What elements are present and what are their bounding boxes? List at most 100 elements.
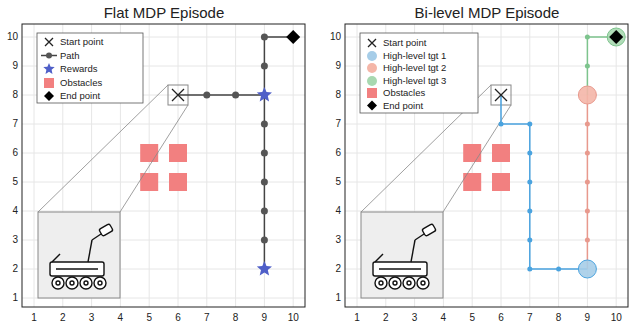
- x-tick-label: 9: [262, 312, 268, 324]
- legend-text: Start point: [383, 37, 426, 49]
- x-tick-label: 5: [469, 312, 475, 324]
- end-marker: [286, 30, 300, 44]
- plot-frame: [22, 24, 305, 307]
- x-tick-label: 5: [146, 312, 152, 324]
- rover-hub: [407, 281, 411, 285]
- x-tick-label: 7: [204, 312, 210, 324]
- path-line: [501, 95, 587, 269]
- rover-drawing: [50, 224, 113, 289]
- path-dot: [261, 63, 268, 70]
- legend-text: Rewards: [60, 63, 98, 75]
- end-marker: [44, 91, 54, 101]
- path-dot: [527, 209, 532, 214]
- y-tick-label: 7: [12, 118, 18, 130]
- legend-swatch: [44, 78, 54, 88]
- legend-text: Obstacles: [383, 87, 425, 99]
- target-circle: [578, 260, 596, 278]
- x-tick-label: 3: [89, 312, 95, 324]
- rover-stripe: [56, 268, 98, 269]
- path-dot: [585, 209, 590, 214]
- legend-swatch: [367, 88, 377, 98]
- x-tick-label: 6: [498, 312, 504, 324]
- path-dot: [527, 267, 532, 272]
- rover-hub: [70, 281, 74, 285]
- legend-text: Path: [60, 50, 80, 62]
- legend-swatch: [367, 76, 377, 86]
- plot-title: Flat MDP Episode: [104, 4, 225, 21]
- rover-antenna: [52, 254, 60, 262]
- y-tick-label: 1: [12, 292, 18, 304]
- end-marker: [609, 30, 623, 44]
- rover-mast: [411, 240, 415, 262]
- rover-wheel: [80, 277, 92, 289]
- path-dot: [585, 122, 590, 127]
- grid-line: [616, 24, 617, 307]
- rover-wheel: [66, 277, 78, 289]
- obstacle-square: [169, 173, 187, 191]
- legend-swatch: [367, 51, 377, 61]
- x-tick-label: 3: [412, 312, 418, 324]
- y-tick-label: 9: [12, 60, 18, 72]
- zoom-line: [120, 105, 188, 212]
- rover-wheel: [417, 277, 429, 289]
- legend-swatch: [367, 63, 377, 73]
- legend-text: High-level tgt 3: [383, 75, 446, 87]
- legend-text: End point: [60, 90, 100, 102]
- rover-wheel: [52, 277, 64, 289]
- y-tick-label: 5: [12, 176, 18, 188]
- path-dot: [527, 122, 532, 127]
- rover-hub: [98, 281, 102, 285]
- path-dot: [261, 121, 268, 128]
- plot-frame: [345, 24, 628, 307]
- legend-text: Start point: [60, 36, 103, 48]
- y-tick-label: 4: [335, 205, 341, 217]
- y-tick-label: 9: [335, 60, 341, 72]
- path-dot: [527, 151, 532, 156]
- y-tick-label: 10: [330, 31, 341, 43]
- rover-antenna: [375, 254, 383, 262]
- plot-title: Bi-level MDP Episode: [415, 4, 560, 21]
- y-tick-label: 2: [12, 263, 18, 275]
- path-dot: [232, 92, 239, 99]
- x-tick-label: 10: [288, 312, 299, 324]
- rover-wheel: [403, 277, 415, 289]
- start-marker: [45, 38, 53, 46]
- y-tick-label: 8: [335, 89, 341, 101]
- x-tick-label: 6: [175, 312, 181, 324]
- legend-text: High-level tgt 1: [383, 50, 446, 62]
- end-marker: [367, 101, 377, 111]
- path-dot: [527, 180, 532, 185]
- obstacle-square: [140, 144, 158, 162]
- path-dot: [261, 179, 268, 186]
- start-marker: [495, 89, 507, 101]
- obstacle-square: [169, 144, 187, 162]
- rover-wheel: [94, 277, 106, 289]
- legend-box: [360, 33, 478, 113]
- x-tick-label: 8: [556, 312, 562, 324]
- obstacle-square: [463, 144, 481, 162]
- x-tick-label: 2: [383, 312, 389, 324]
- path-dot: [261, 34, 268, 41]
- path-line: [587, 37, 616, 95]
- rover-hub: [56, 281, 60, 285]
- rover-stripe: [379, 268, 421, 269]
- obstacle-square: [492, 144, 510, 162]
- x-tick-label: 7: [527, 312, 533, 324]
- rover-camera: [422, 224, 436, 237]
- legend-text: High-level tgt 2: [383, 62, 446, 74]
- path-dot: [203, 92, 210, 99]
- y-tick-label: 1: [335, 292, 341, 304]
- rover-body: [50, 262, 104, 276]
- path-dot: [261, 150, 268, 157]
- path-dot: [585, 35, 590, 40]
- legend-box: [37, 33, 143, 103]
- y-tick-label: 6: [12, 147, 18, 159]
- target-circle: [578, 86, 596, 104]
- legend-text: End point: [383, 100, 423, 112]
- reward-star: [257, 87, 272, 102]
- rover-camera: [99, 224, 113, 237]
- y-tick-label: 10: [7, 31, 18, 43]
- path-line: [178, 37, 293, 269]
- rover-wheel: [375, 277, 387, 289]
